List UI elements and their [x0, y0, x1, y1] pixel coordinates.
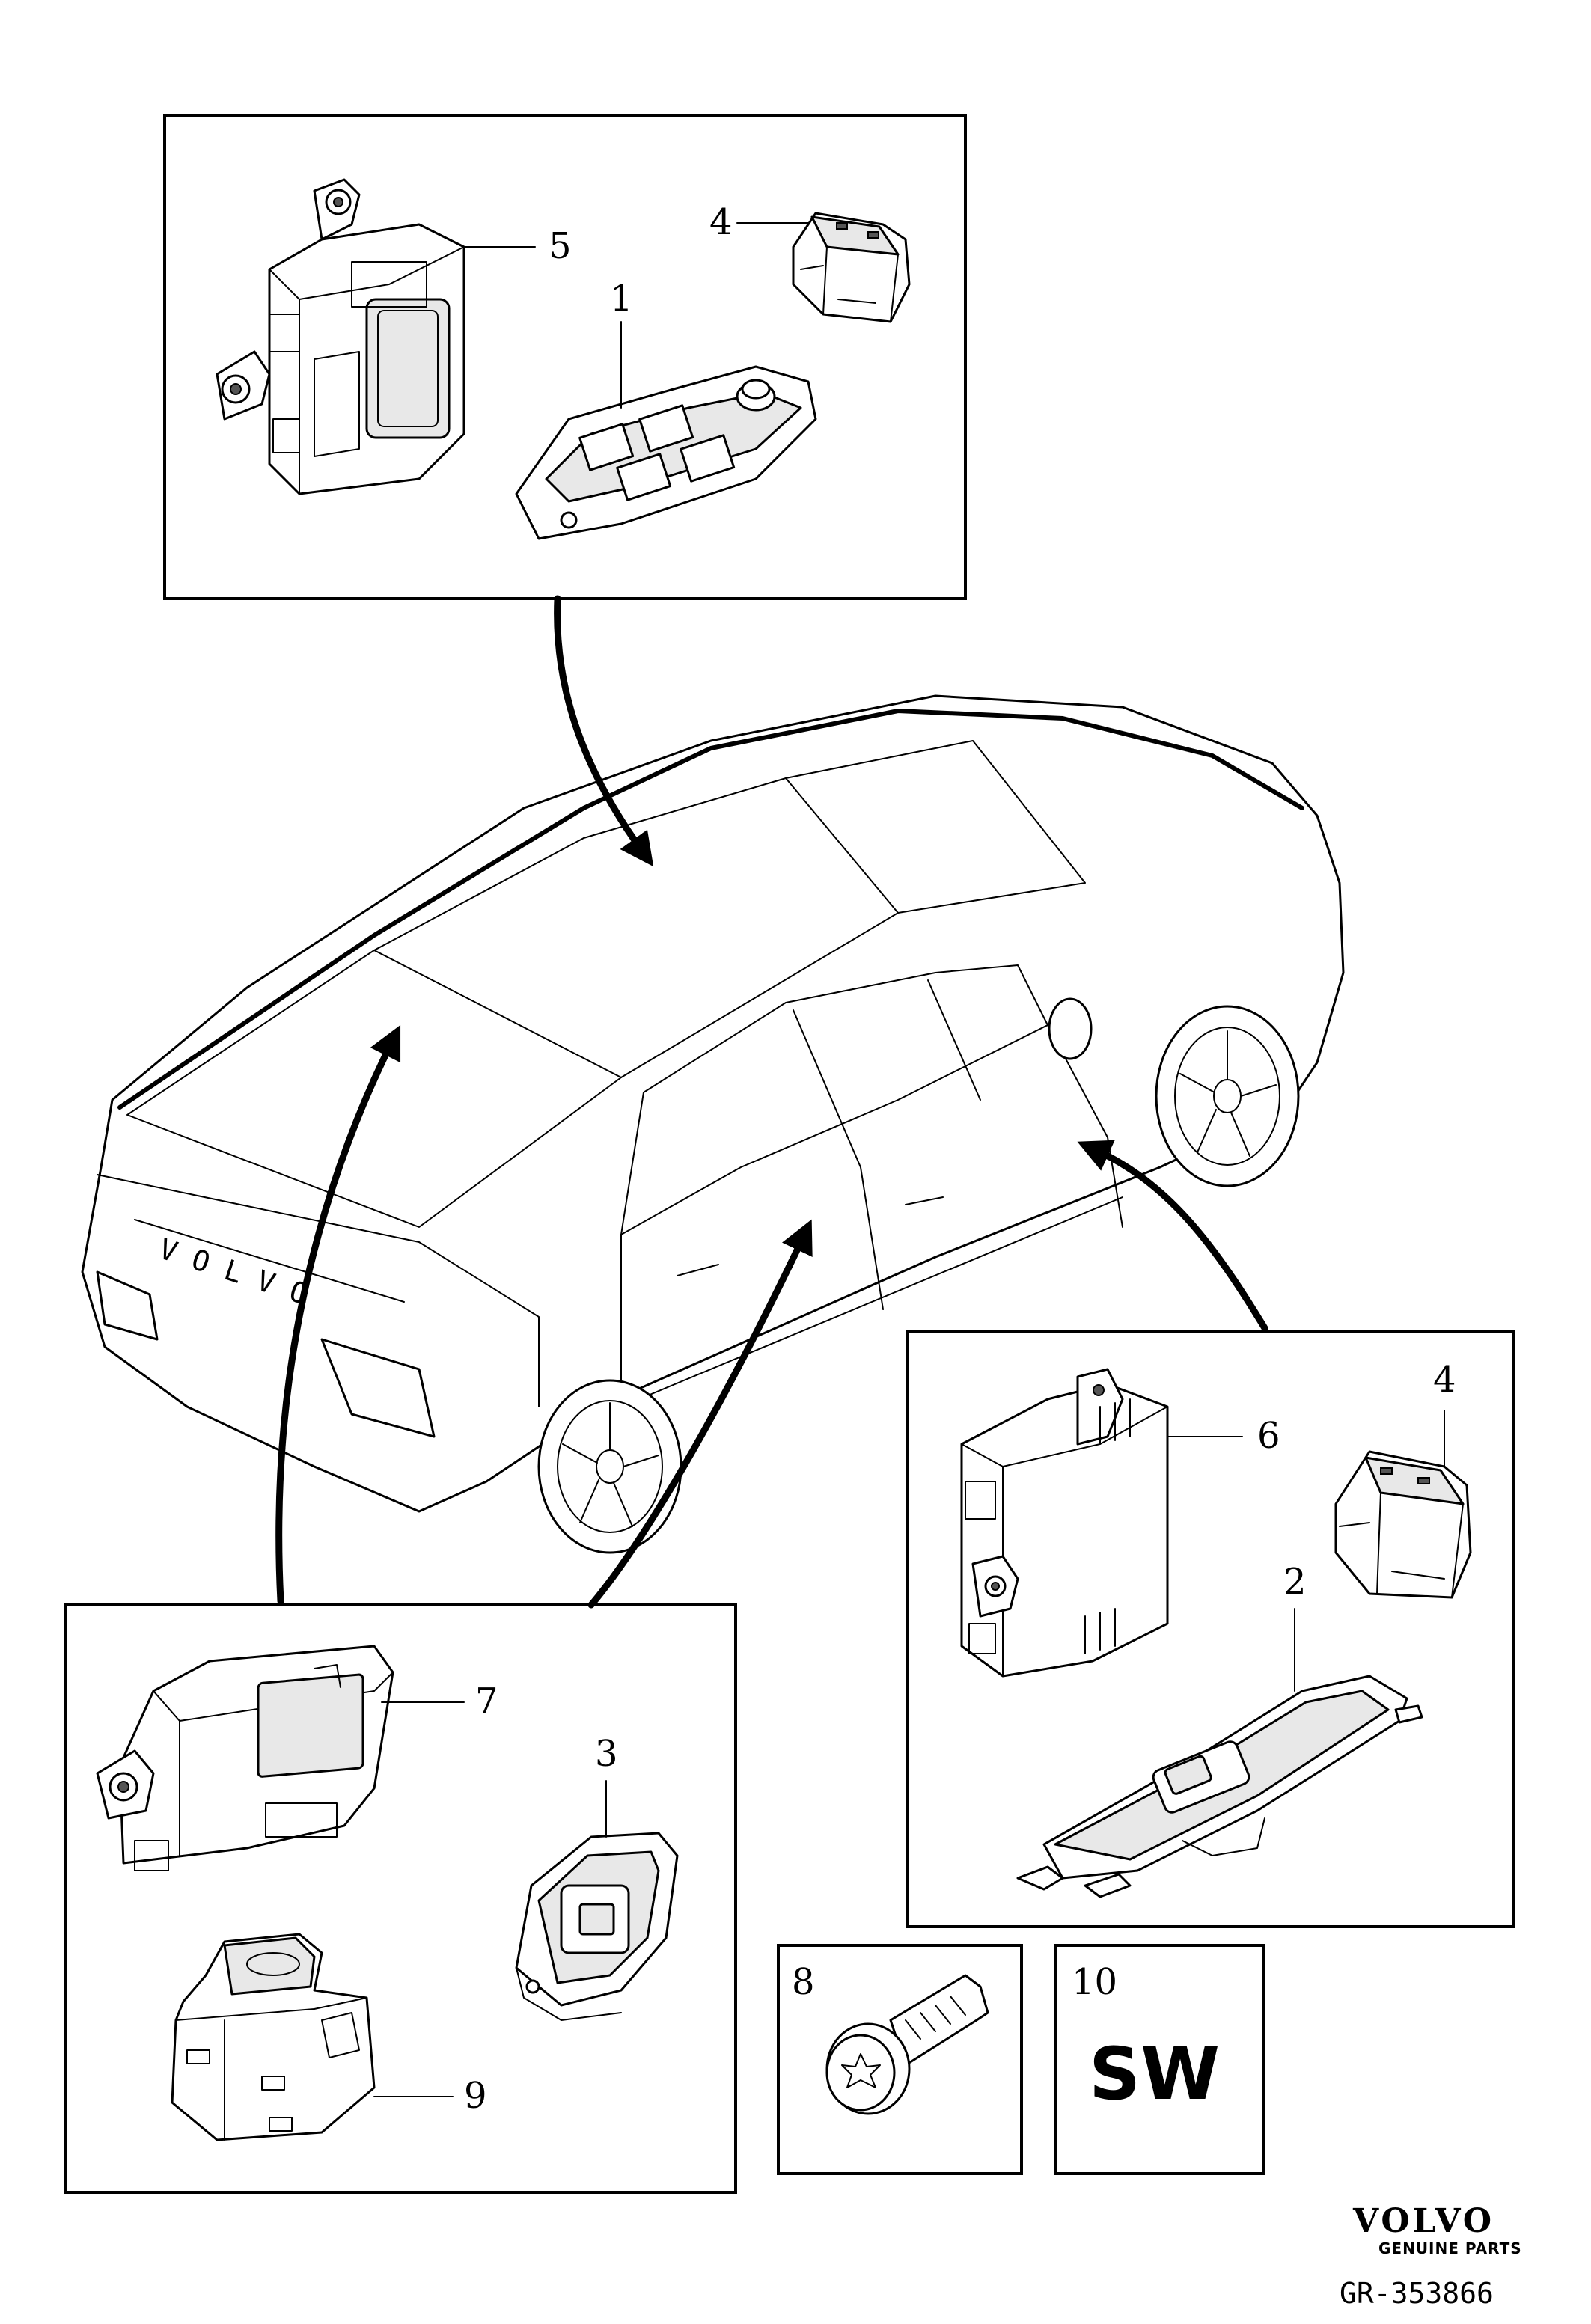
- small-switch-part-4-right: [1334, 1450, 1472, 1599]
- callout-8: 8: [792, 1961, 815, 2003]
- callout-4-top: 4: [709, 201, 733, 243]
- small-switch-part-4-top: [792, 212, 911, 323]
- brand-name: VOLVO: [1352, 2202, 1494, 2240]
- left-parts-box: 7 3 9: [64, 1603, 737, 2194]
- callout-1: 1: [610, 278, 633, 319]
- module-part-6: [960, 1368, 1169, 1678]
- callout-5: 5: [549, 225, 572, 267]
- single-switch-part-3: [515, 1832, 679, 2021]
- top-parts-box: 5 4 1: [163, 114, 967, 600]
- callout-6: 6: [1257, 1415, 1280, 1457]
- callout-7: 7: [475, 1681, 498, 1722]
- location-arrows: [275, 595, 1268, 1609]
- master-window-switch-part-1: [515, 365, 817, 540]
- software-label: SW: [1089, 2032, 1220, 2116]
- callout-10: 10: [1072, 1961, 1117, 2003]
- screw-box-part-8: 8: [777, 1944, 1023, 2175]
- callout-3: 3: [595, 1733, 618, 1775]
- callout-2: 2: [1283, 1561, 1307, 1603]
- car-illustration: V O L V O: [81, 694, 1345, 1554]
- torx-screw: [825, 1974, 989, 2115]
- switch-part-9: [171, 1933, 376, 2141]
- brand-block: VOLVO GENUINE PARTS GR-353866: [1340, 2202, 1522, 2310]
- callout-4-right: 4: [1433, 1359, 1456, 1401]
- right-parts-box: 6 4 2: [906, 1330, 1515, 1928]
- software-box-part-10: 10 SW: [1054, 1944, 1265, 2175]
- control-module-part-5: [216, 178, 465, 495]
- brand-tagline: GENUINE PARTS: [1378, 2239, 1522, 2257]
- rear-wheel: [537, 1379, 682, 1554]
- passenger-switch-panel-part-2: [1016, 1675, 1423, 1898]
- reference-number: GR-353866: [1340, 2277, 1494, 2310]
- control-unit-part-7: [96, 1645, 394, 1871]
- callout-9: 9: [464, 2075, 487, 2117]
- front-wheel: [1155, 1005, 1300, 1187]
